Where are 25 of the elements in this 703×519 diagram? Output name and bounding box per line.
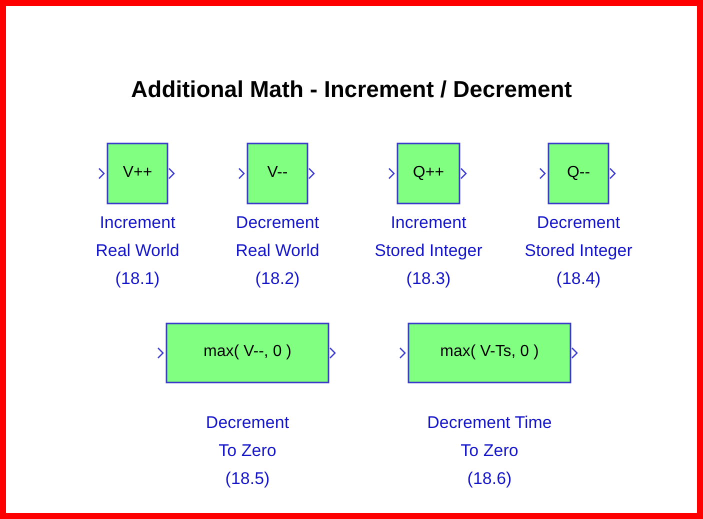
block-caption: Increment Real World: [94, 212, 180, 262]
function-block: [157, 323, 338, 383]
block-label: Q--: [566, 164, 592, 182]
function-block: [539, 143, 618, 204]
function-block: [98, 143, 177, 204]
equation-number: (18.3): [405, 268, 452, 290]
block-label: V--: [266, 164, 289, 182]
function-block: [399, 323, 580, 383]
diagram-title: Additional Math - Increment / Decrement: [130, 76, 573, 103]
equation-number: (18.5): [224, 468, 271, 490]
block-caption: Decrement Stored Integer: [524, 212, 634, 262]
block-caption: Increment Stored Integer: [374, 212, 484, 262]
equation-number: (18.2): [254, 268, 301, 290]
equation-number: (18.4): [555, 268, 602, 290]
function-block: [388, 143, 469, 204]
block-caption: Decrement To Zero: [204, 412, 290, 462]
block-label: Q++: [412, 164, 446, 182]
equation-number: (18.1): [114, 268, 161, 290]
block-label: V++: [122, 164, 154, 182]
block-caption: Decrement Time To Zero: [426, 412, 553, 462]
block-label: max( V--, 0 ): [202, 343, 292, 361]
block-caption: Decrement Real World: [234, 212, 320, 262]
equation-number: (18.6): [466, 468, 513, 490]
block-label: max( V-Ts, 0 ): [439, 343, 540, 361]
function-block: [238, 143, 317, 204]
